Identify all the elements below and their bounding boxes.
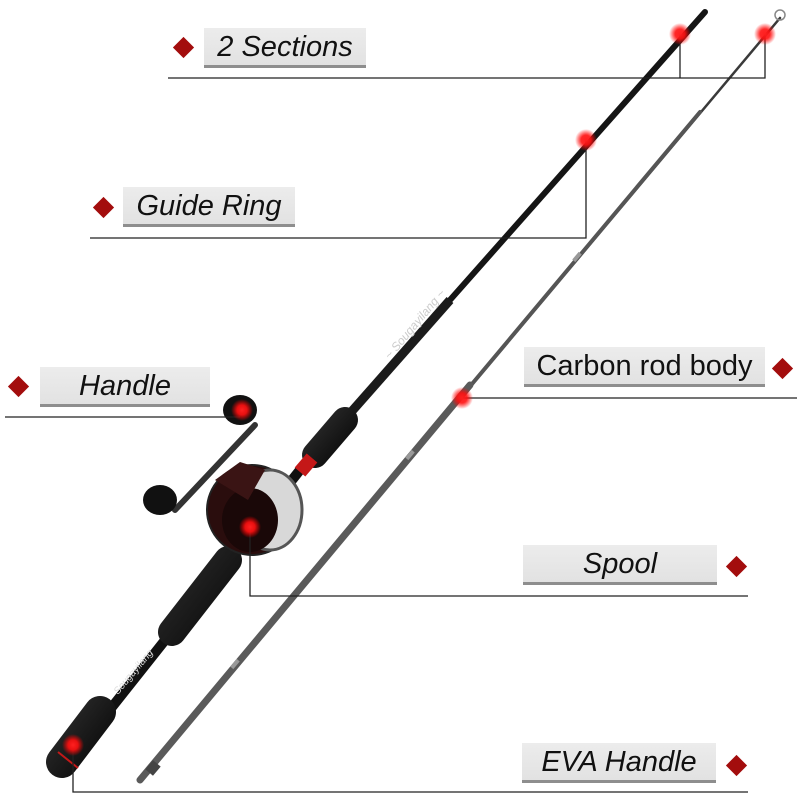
leader-spool — [249, 527, 748, 597]
callout-label-guide-ring: Guide Ring — [123, 187, 295, 227]
baitcasting-reel — [143, 395, 304, 556]
callout-label-spool: Spool — [523, 545, 717, 585]
callout-lines — [5, 34, 797, 793]
reel-handle-knob-bottom — [143, 485, 177, 515]
tip-top-guide-icon — [774, 9, 786, 21]
callout-label-sections: 2 Sections — [204, 28, 366, 68]
svg-text:~ Sougayilang ~: ~ Sougayilang ~ — [382, 286, 448, 361]
reel-handle-arm — [172, 422, 258, 513]
svg-text:Sougayilang: Sougayilang — [112, 647, 156, 697]
red-glow-marker-icon — [62, 734, 84, 756]
red-glow-marker-icon — [754, 23, 776, 45]
callout-label-handle: Handle — [40, 367, 210, 407]
leader-eva — [72, 745, 748, 793]
red-glow-marker-icon — [451, 387, 473, 409]
red-glow-marker-icon — [239, 516, 261, 538]
foregrip — [302, 407, 358, 468]
leader-guide-ring — [90, 140, 587, 239]
red-glow-marker-icon — [669, 23, 691, 45]
callout-label-eva-handle: EVA Handle — [522, 743, 716, 783]
highlight-markers — [62, 23, 776, 756]
callout-label-carbon-rod-body: Carbon rod body — [524, 347, 765, 387]
leader-sections — [168, 34, 766, 79]
red-glow-marker-icon — [575, 129, 597, 151]
red-glow-marker-icon — [231, 399, 253, 421]
rear-grip — [158, 546, 242, 646]
